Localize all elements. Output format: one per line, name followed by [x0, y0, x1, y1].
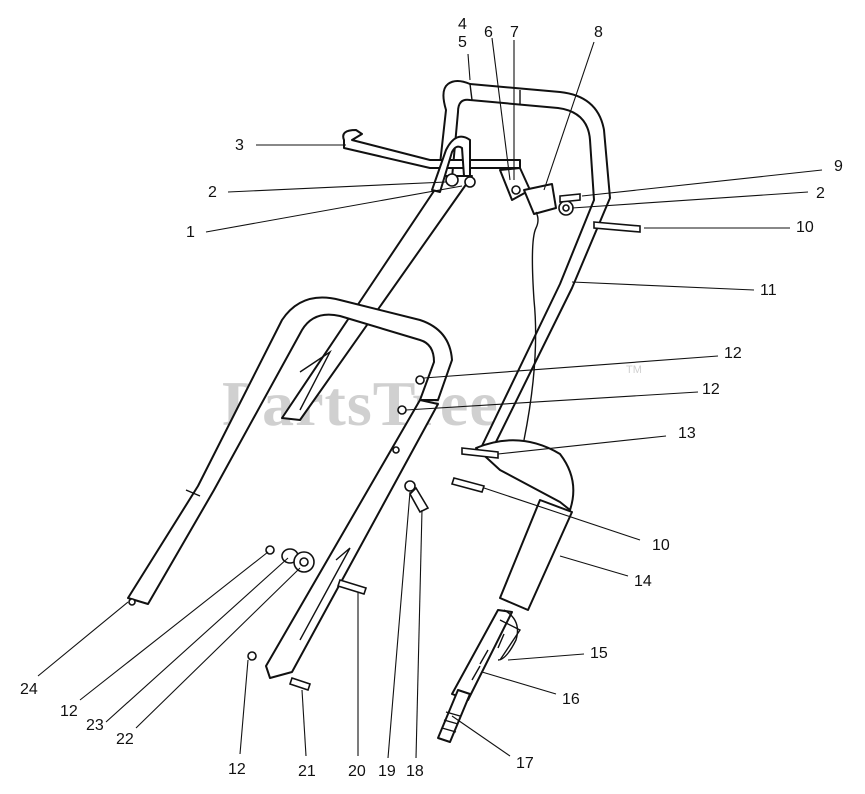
callout-10-lower: 10 [652, 537, 670, 554]
upper-handle [281, 80, 641, 451]
callout-12-upper: 12 [724, 345, 742, 362]
callout-10-upper: 10 [796, 219, 814, 236]
callout-2-left: 2 [208, 184, 217, 201]
callout-3: 3 [235, 137, 244, 154]
callout-22: 22 [116, 731, 134, 748]
callout-24: 24 [20, 681, 38, 698]
callout-16: 16 [562, 691, 580, 708]
callout-12-bottom: 12 [228, 761, 246, 778]
callout-21: 21 [298, 763, 316, 780]
callout-12-middle: 12 [702, 381, 720, 398]
callout-1: 1 [186, 224, 195, 241]
callout-labels: 4 5 6 7 8 3 9 2 2 1 10 11 12 12 13 10 14… [20, 16, 843, 780]
callout-18: 18 [406, 763, 424, 780]
callout-15: 15 [590, 645, 608, 662]
callout-23: 23 [86, 717, 104, 734]
callout-6: 6 [484, 24, 493, 41]
callout-2-right: 2 [816, 185, 825, 202]
callout-19: 19 [378, 763, 396, 780]
callout-5: 5 [458, 34, 467, 51]
callout-20: 20 [348, 763, 366, 780]
callout-13: 13 [678, 425, 696, 442]
watermark-trademark: TM [626, 364, 642, 376]
adjuster-assembly [437, 439, 575, 743]
leader-lines [37, 37, 823, 759]
callout-14: 14 [634, 573, 652, 590]
callout-12-lower-left: 12 [60, 703, 78, 720]
callout-7: 7 [510, 24, 519, 41]
callout-8: 8 [594, 24, 603, 41]
callout-17: 17 [516, 755, 534, 772]
callout-11: 11 [760, 282, 777, 299]
lower-handle [127, 296, 453, 679]
callout-4: 4 [458, 16, 467, 33]
lower-hardware [247, 375, 499, 692]
callout-9: 9 [834, 158, 843, 175]
